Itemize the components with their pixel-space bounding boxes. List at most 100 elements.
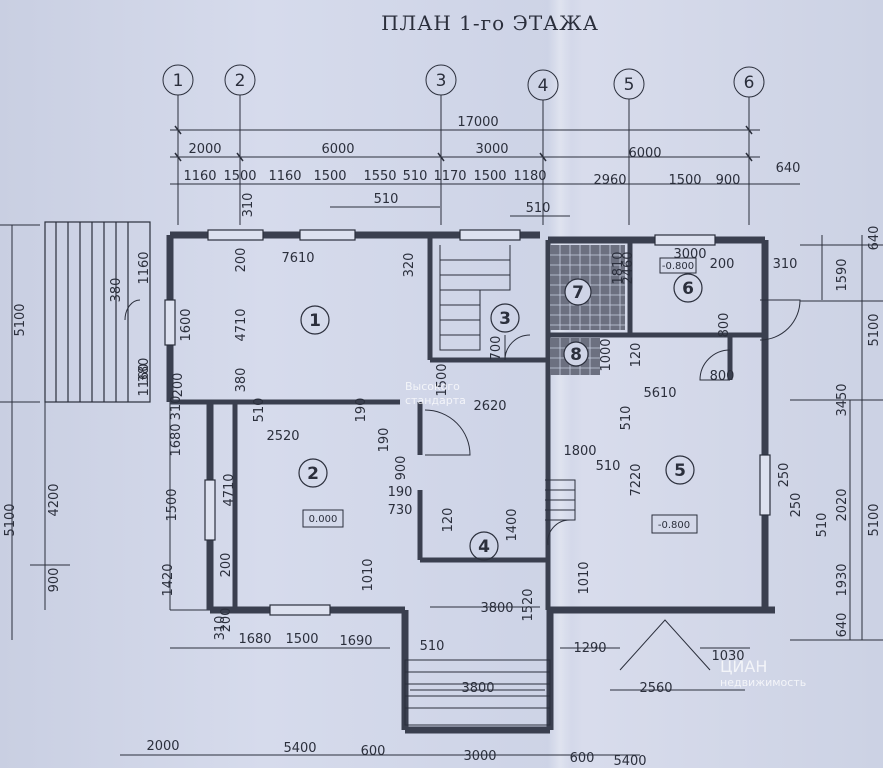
dim-interior: 190 xyxy=(377,428,392,453)
dim-interior: 200 xyxy=(234,248,249,273)
dim-right: 640 xyxy=(867,226,882,251)
dim-right: 1590 xyxy=(835,258,850,291)
dim-detail: 2960 xyxy=(593,173,626,188)
dim-detail: 1500 xyxy=(223,169,256,184)
dim-left: 1160 xyxy=(137,363,152,396)
dim-interior: 730 xyxy=(388,503,413,518)
dim-bottom: 2000 xyxy=(146,739,179,754)
dim-interior: 900 xyxy=(394,456,409,481)
dim-interior: 380 xyxy=(234,368,249,393)
dim-interior: 1290 xyxy=(573,641,606,656)
dim-interior: 7610 xyxy=(281,251,314,266)
dim-interior: 800 xyxy=(710,369,735,384)
dim-interior: 510 xyxy=(619,406,634,431)
dim-interior: 1680 xyxy=(238,632,271,647)
room-number: 3 xyxy=(499,309,511,329)
dim-interior: 310 xyxy=(213,616,228,641)
dim-detail: 640 xyxy=(776,161,801,176)
dim-left: 1500 xyxy=(165,488,180,521)
dim-interior: 1810 xyxy=(611,251,626,284)
dim-overall: 17000 xyxy=(457,115,498,130)
dim-detail: 1170 xyxy=(433,169,466,184)
axis-label-1: 1 xyxy=(173,71,184,91)
dim-right: 3450 xyxy=(835,383,850,416)
room-8-circle xyxy=(563,341,589,367)
dim-interior: 2620 xyxy=(473,399,506,414)
dim-interior: 120 xyxy=(629,343,644,368)
dim-left: 900 xyxy=(47,568,62,593)
dim-interior: 190 xyxy=(354,398,369,423)
dim-bottom: 600 xyxy=(361,744,386,759)
dim-interior: 310 xyxy=(773,257,798,272)
dim-detail: 510 xyxy=(403,169,428,184)
dim-interior: 4710 xyxy=(234,308,249,341)
dim-span-1: 2000 xyxy=(188,142,221,157)
dim-interior: 700 xyxy=(489,336,504,361)
dim-detail: 1160 xyxy=(268,169,301,184)
room-1-circle xyxy=(300,305,330,335)
dim-right: 510 xyxy=(815,513,830,538)
room-number: 8 xyxy=(570,345,582,365)
dim-detail: 1500 xyxy=(313,169,346,184)
axis-label-3: 3 xyxy=(436,71,447,91)
dim-interior: 5610 xyxy=(643,386,676,401)
room-number: 1 xyxy=(309,311,321,331)
dim-left: 5100 xyxy=(13,303,28,336)
dim-right: 5100 xyxy=(867,313,882,346)
room-number: 7 xyxy=(572,283,584,303)
room-level: 0.000 xyxy=(309,514,338,525)
dim-right: 250 xyxy=(789,493,804,518)
dim-left: 5100 xyxy=(3,503,18,536)
dim-left: 1600 xyxy=(179,308,194,341)
dim-detail: 1180 xyxy=(513,169,546,184)
dim-interior: 2520 xyxy=(266,429,299,444)
watermark-text: недвижимость xyxy=(720,676,806,689)
room-3-circle xyxy=(490,303,520,333)
dim-interior: 2560 xyxy=(639,681,672,696)
dim-interior: 3800 xyxy=(461,681,494,696)
dim-left: 200 xyxy=(171,373,186,398)
dim-span-3: 3000 xyxy=(475,142,508,157)
room-number: 2 xyxy=(307,464,319,484)
dim-right: 5100 xyxy=(867,503,882,536)
dim-interior: 1030 xyxy=(711,649,744,664)
axis-label-5: 5 xyxy=(624,75,635,95)
dim-right: 2020 xyxy=(835,488,850,521)
room-4-circle xyxy=(469,531,499,561)
dim-right: 1930 xyxy=(835,563,850,596)
dim-interior: 510 xyxy=(596,459,621,474)
dim-bottom: 5400 xyxy=(613,754,646,768)
watermark-text: Высокого xyxy=(405,380,460,393)
dim-interior: 1500 xyxy=(285,632,318,647)
dim-detail: 1500 xyxy=(473,169,506,184)
dim-interior: 310 xyxy=(241,193,256,218)
dim-bottom: 600 xyxy=(570,751,595,766)
dim-interior: 1400 xyxy=(505,508,520,541)
plan-title: ПЛАН 1-го ЭТАЖА xyxy=(381,11,599,35)
dim-interior: 3800 xyxy=(480,601,513,616)
dim-interior: 1500 xyxy=(435,363,450,396)
room-5-circle xyxy=(665,455,695,485)
room-7-circle xyxy=(564,278,592,306)
dim-left: 200 xyxy=(219,553,234,578)
dim-interior: 1000 xyxy=(599,338,614,371)
dim-interior: 200 xyxy=(710,257,735,272)
dim-interior: 510 xyxy=(252,398,267,423)
dim-left: 380 xyxy=(109,278,124,303)
dim-interior: 1010 xyxy=(577,561,592,594)
dim-detail: 1500 xyxy=(668,173,701,188)
dim-detail: 1550 xyxy=(363,169,396,184)
dim-left: 1680 xyxy=(169,423,184,456)
dim-detail: 1160 xyxy=(183,169,216,184)
dim-left: 1420 xyxy=(161,563,176,596)
room-number: 6 xyxy=(682,279,694,299)
dim-interior: 7220 xyxy=(629,463,644,496)
dim-bottom: 5400 xyxy=(283,741,316,756)
watermark-text: ЦИАН xyxy=(720,657,767,676)
dim-interior: 1010 xyxy=(361,558,376,591)
axis-label-4: 4 xyxy=(538,76,549,96)
watermark-text: стандарта xyxy=(405,394,466,407)
dim-interior: 800 xyxy=(717,313,732,338)
dim-span-4: 6000 xyxy=(628,146,661,161)
dim-interior: 120 xyxy=(441,508,456,533)
